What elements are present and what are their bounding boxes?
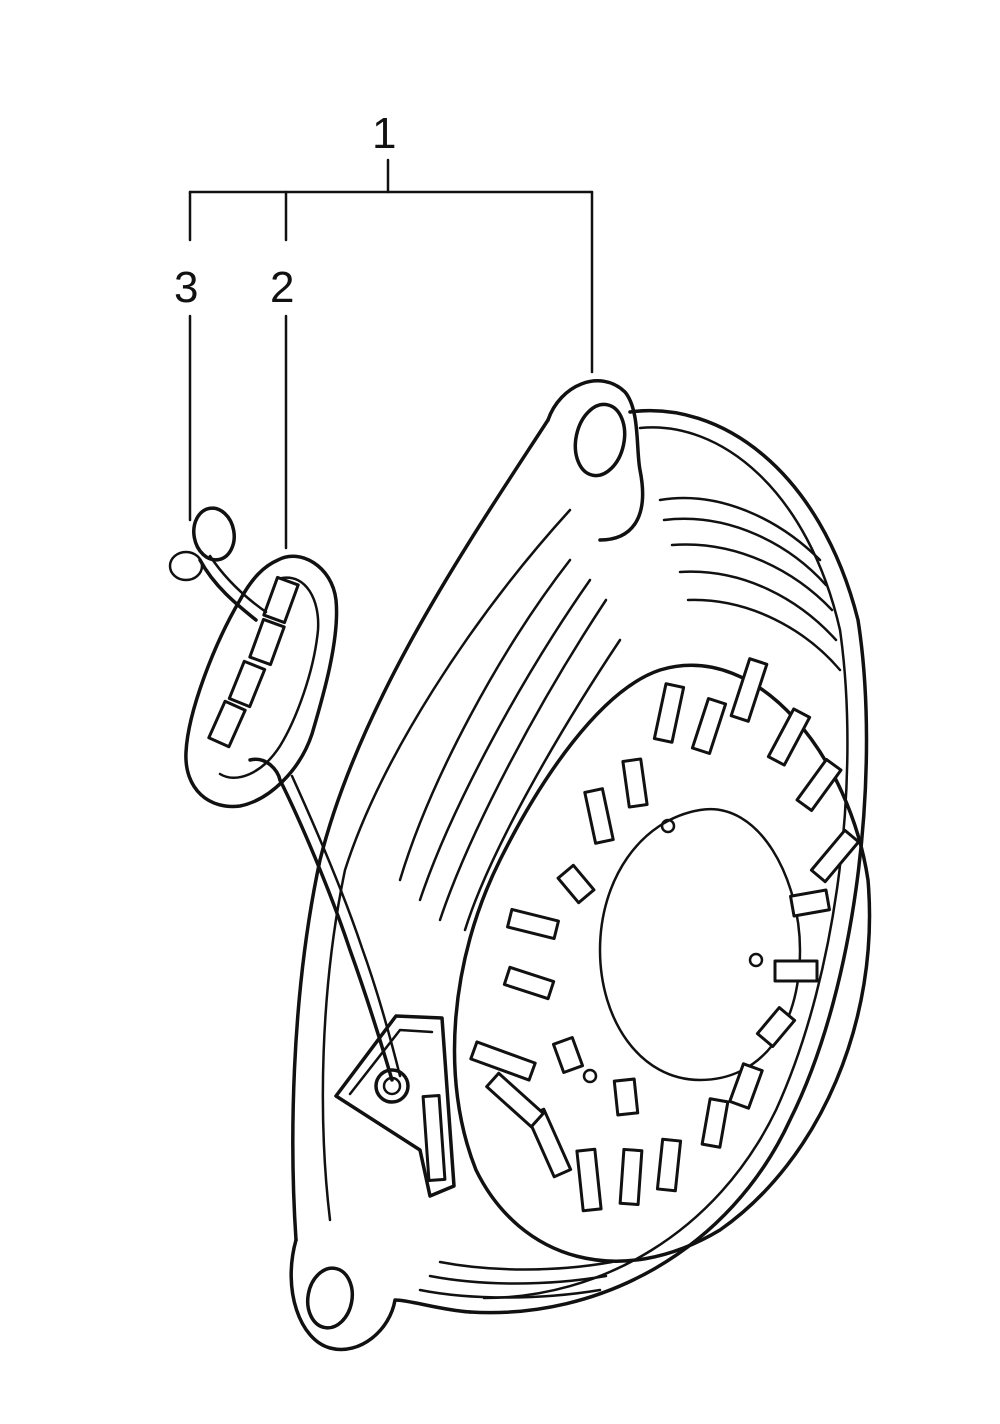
callout-2: 2: [270, 263, 294, 312]
starter-grip: [184, 554, 339, 809]
top-mount-hole: [573, 402, 627, 478]
bottom-mount-hole: [305, 1266, 355, 1330]
starter-rope: [278, 778, 394, 1082]
vent-slots: [469, 657, 861, 1213]
callout-3: 3: [174, 263, 198, 312]
rope-outlet: [374, 1068, 410, 1104]
rope-guide-bracket: [334, 1014, 456, 1198]
leader-lines: [188, 158, 594, 550]
starter-housing: [289, 379, 872, 1352]
callout-1: 1: [372, 109, 396, 158]
rope-retainer-knot: [168, 506, 268, 622]
